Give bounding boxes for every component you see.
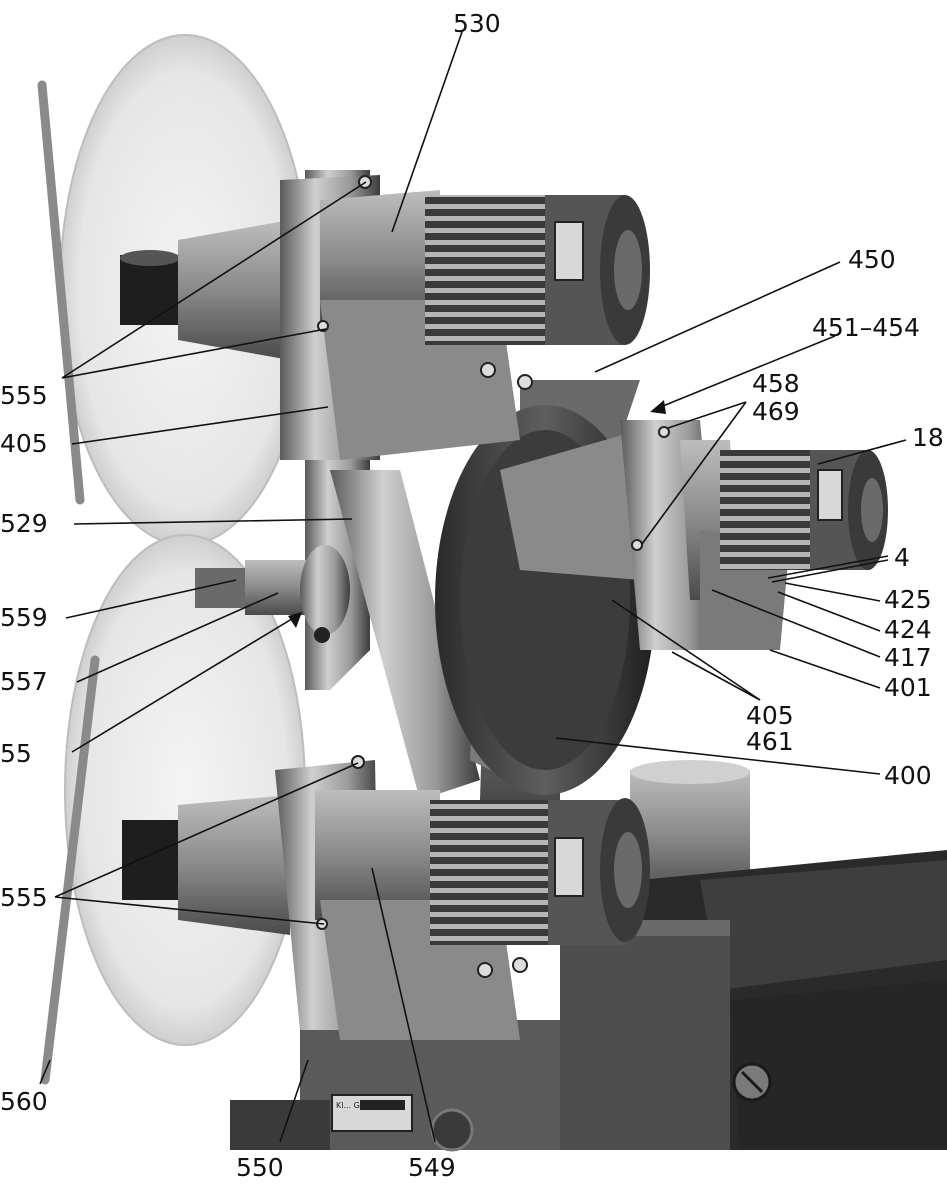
sprocket-shaft	[195, 545, 350, 643]
label-560: 560	[0, 1087, 48, 1116]
leader-405-mid	[611, 599, 761, 701]
label-458: 458	[752, 369, 800, 398]
leader-401	[769, 649, 881, 689]
label-461: 461	[746, 727, 794, 756]
leader-4-b	[771, 559, 889, 583]
label-555-top: 555	[0, 381, 48, 410]
label-530: 530	[453, 9, 501, 38]
upper-spindle-assembly	[120, 175, 533, 460]
label-557: 557	[0, 667, 48, 696]
projector-housing	[560, 760, 947, 1150]
leader-18	[817, 439, 907, 465]
leader-560	[39, 1059, 51, 1085]
leader-555-bottom-b	[54, 896, 325, 925]
label-417: 417	[884, 643, 932, 672]
leader-555-top-a	[61, 181, 367, 379]
leader-559	[65, 579, 237, 619]
lower-motor	[430, 798, 650, 945]
label-405-top: 405	[0, 429, 48, 458]
label-450: 450	[848, 245, 896, 274]
label-400: 400	[884, 761, 932, 790]
label-451-454: 451–454	[812, 313, 920, 342]
rod-lower	[40, 655, 100, 1085]
label-18: 18	[912, 423, 944, 452]
leader-405-mid-b	[671, 651, 761, 701]
leader-530	[391, 31, 463, 233]
leader-451-454	[657, 335, 836, 409]
label-559: 559	[0, 603, 48, 632]
leader-529	[73, 518, 353, 525]
leader-555-top-b	[61, 328, 327, 379]
label-405-mid: 405	[746, 701, 794, 730]
leader-450	[594, 261, 841, 373]
label-425: 425	[884, 585, 932, 614]
label-55: 55	[0, 739, 32, 768]
label-555-bottom: 555	[0, 883, 48, 912]
callout-labels: 530 450 451–454 555 405 458 469 18 529 4…	[0, 9, 944, 1182]
label-4: 4	[894, 543, 910, 572]
upper-motor	[425, 195, 650, 345]
leader-417	[711, 589, 881, 658]
base-plate: Kl... G.m.b.H	[230, 1020, 560, 1152]
label-469: 469	[752, 397, 800, 426]
arrow-55	[288, 612, 302, 628]
leader-4-a	[767, 555, 889, 579]
leader-lines	[39, 31, 907, 1143]
leader-405-top	[71, 406, 329, 445]
rod-upper	[37, 80, 85, 505]
label-550: 550	[236, 1153, 284, 1182]
leader-550	[279, 1059, 309, 1143]
arrow-451-454	[650, 400, 666, 414]
label-424: 424	[884, 615, 932, 644]
leader-55	[71, 613, 301, 753]
middle-motor	[720, 450, 888, 570]
leader-458	[667, 401, 747, 429]
label-529: 529	[0, 509, 48, 538]
label-549: 549	[408, 1153, 456, 1182]
leader-549	[371, 867, 436, 1143]
label-401: 401	[884, 673, 932, 702]
leader-469	[641, 401, 747, 545]
leader-424	[777, 591, 881, 632]
leader-557	[76, 592, 279, 683]
leader-425	[784, 582, 881, 602]
leader-555-bottom-a	[54, 762, 359, 898]
leader-400	[555, 737, 881, 775]
name-plate-text: Kl... G.m.b.H	[336, 1101, 386, 1110]
